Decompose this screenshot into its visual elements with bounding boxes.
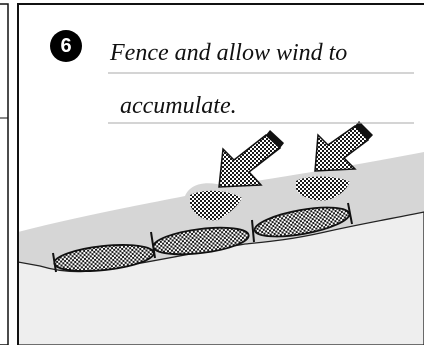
step-number-badge: 6 [50, 30, 82, 62]
caption-line-2: accumulate. [120, 93, 237, 120]
caption-line-1: Fence and allow wind to [110, 40, 347, 67]
adjacent-panel-edge [0, 4, 8, 345]
